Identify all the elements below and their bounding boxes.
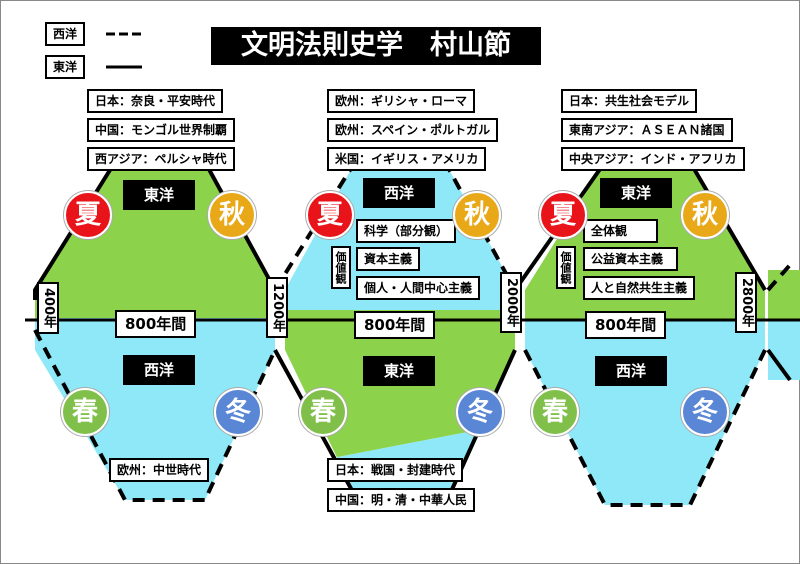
winter-icon: 冬 — [681, 388, 729, 436]
year-marker: 2000年 — [500, 272, 522, 334]
legend-west: 西洋 — [45, 22, 86, 46]
duration-label: 800年間 — [354, 311, 436, 339]
note: 米国：イギリス・アメリカ — [327, 147, 487, 171]
note: 欧州：中世時代 — [109, 458, 210, 482]
note: 日本：共生社会モデル — [561, 89, 698, 113]
note: 欧州：ギリシャ・ローマ — [327, 89, 476, 113]
spring-icon: 春 — [61, 388, 109, 436]
duration-label: 800年間 — [585, 311, 667, 339]
page-title: 文明法則史学 村山節 — [211, 27, 541, 65]
autumn-icon: 秋 — [208, 191, 256, 239]
note: 中国：モンゴル世界制覇 — [87, 118, 236, 142]
summer-icon: 夏 — [306, 191, 354, 239]
autumn-icon: 秋 — [453, 191, 501, 239]
west-label: 西洋 — [595, 356, 667, 386]
summer-icon: 夏 — [64, 191, 112, 239]
autumn-icon: 秋 — [681, 191, 729, 239]
duration-label: 800年間 — [115, 310, 197, 338]
year-marker: 1200年 — [266, 277, 288, 339]
note: 中央アジア：インド・アフリカ — [561, 147, 745, 171]
value-item: 人と自然共生主義 — [583, 276, 696, 300]
east-label: 東洋 — [123, 180, 195, 210]
value-item: 全体観 — [583, 219, 658, 243]
value-item: 公益資本主義 — [583, 247, 678, 271]
year-marker: 400年 — [37, 282, 59, 335]
note: 日本：戦国・封建時代 — [327, 458, 464, 482]
summer-icon: 夏 — [539, 191, 587, 239]
legend-east: 東洋 — [45, 55, 86, 79]
winter-icon: 冬 — [456, 388, 504, 436]
note: 西アジア：ペルシャ時代 — [87, 147, 235, 171]
value-heading: 価値観 — [556, 246, 576, 289]
winter-icon: 冬 — [214, 388, 262, 436]
value-item: 科学（部分観） — [356, 219, 457, 243]
value-item: 個人・人間中心主義 — [356, 276, 481, 300]
spring-icon: 春 — [531, 388, 579, 436]
east-label: 東洋 — [600, 178, 672, 208]
west-label: 西洋 — [123, 355, 195, 385]
value-item: 資本主義 — [356, 247, 421, 271]
spring-icon: 春 — [299, 388, 347, 436]
note: 中国：明・清・中華人民 — [327, 488, 476, 512]
east-label: 東洋 — [363, 356, 435, 386]
note: 東南アジア：ＡＳＥＡＮ諸国 — [561, 118, 733, 142]
year-marker: 2800年 — [735, 272, 757, 334]
note: 欧州：スペイン・ポルトガル — [327, 118, 499, 142]
note: 日本：奈良・平安時代 — [87, 89, 224, 113]
west-label: 西洋 — [363, 178, 435, 208]
value-heading: 価値観 — [331, 246, 351, 289]
